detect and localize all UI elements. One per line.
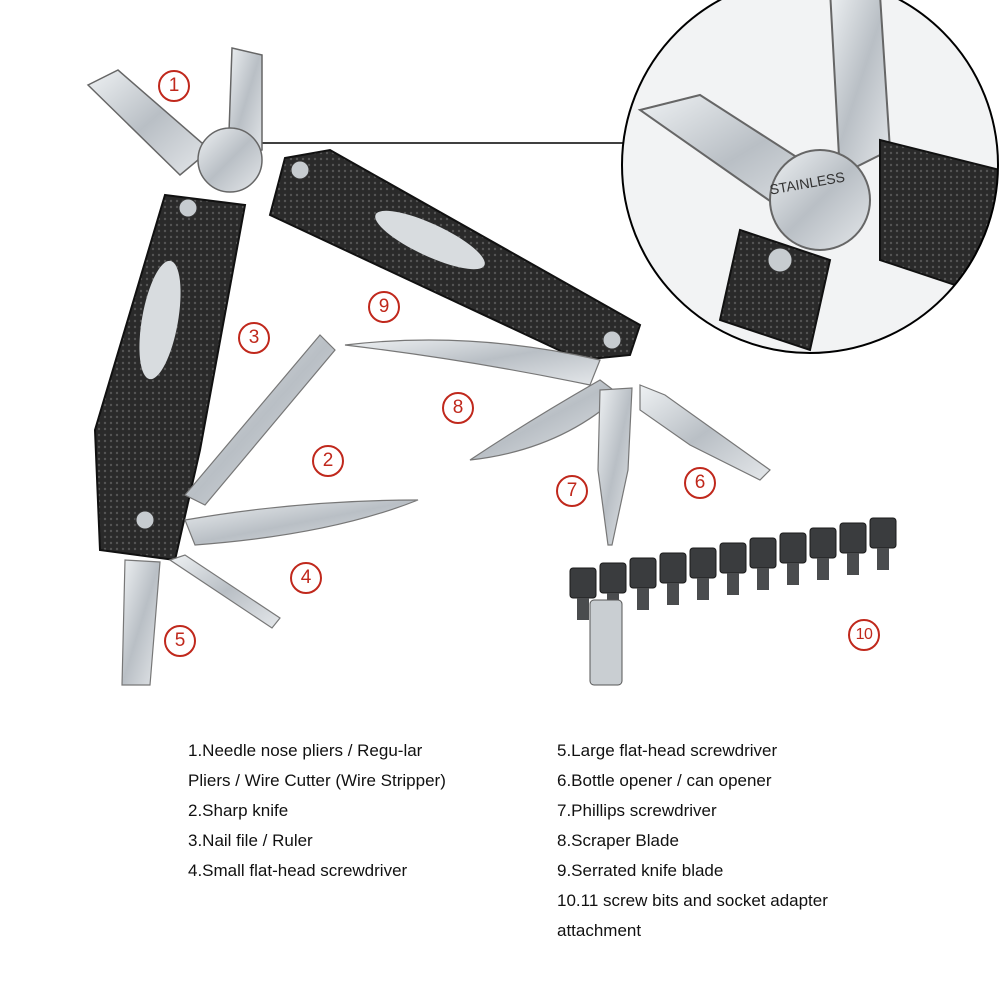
screw-bit-tip (577, 598, 589, 620)
callout-10: 10 (848, 619, 880, 651)
bottle-opener (639, 384, 771, 481)
phillips-screwdriver (597, 387, 633, 546)
screw-bit (809, 527, 837, 559)
screw-bit-tip (787, 563, 799, 585)
legend-item: 4.Small flat-head screwdriver (188, 861, 408, 880)
legend-left: 1.Needle nose pliers / Regu-lar Pliers /… (188, 736, 450, 886)
screw-bit-tip (637, 588, 649, 610)
screw-bit (869, 517, 897, 549)
screw-bit (779, 532, 807, 564)
small-screwdriver (168, 554, 281, 629)
screw-bit-tip (877, 548, 889, 570)
legend-item: 3.Nail file / Ruler (188, 831, 313, 850)
zoom-detail (622, 0, 998, 353)
screw-bit-tip (697, 578, 709, 600)
legend-item: 10.11 screw bits and socket adapter atta… (557, 891, 828, 940)
sharp-knife (184, 499, 419, 546)
screw-bit (659, 552, 687, 584)
callout-8: 8 (442, 392, 474, 424)
screw-bit (839, 522, 867, 554)
legend-item: 9.Serrated knife blade (557, 861, 724, 880)
callout-9: 9 (368, 291, 400, 323)
legend-item: 6.Bottle opener / can opener (557, 771, 772, 790)
screw-bits (569, 517, 897, 686)
left-handle (93, 193, 247, 562)
screw-bit-tip (847, 553, 859, 575)
screw-bit (719, 542, 747, 574)
large-screwdriver (121, 559, 161, 686)
screw-bit-tip (757, 568, 769, 590)
nail-file-ruler (184, 334, 336, 506)
zoom-ring (621, 0, 999, 354)
screw-bit-tip (817, 558, 829, 580)
socket-adapter (589, 599, 623, 686)
screw-bit (749, 537, 777, 569)
screw-bit (599, 562, 627, 594)
callout-6: 6 (684, 467, 716, 499)
callout-3: 3 (238, 322, 270, 354)
serrated-knife (344, 339, 601, 386)
callout-5: 5 (164, 625, 196, 657)
legend-item: 2.Sharp knife (188, 801, 289, 820)
pliers-jaws (86, 47, 263, 193)
legend-item: 8.Scraper Blade (557, 831, 679, 850)
screw-bit-tip (727, 573, 739, 595)
screw-bit-tip (667, 583, 679, 605)
legend-item: 7.Phillips screwdriver (557, 801, 717, 820)
scraper-blade (469, 379, 621, 461)
callout-1: 1 (158, 70, 190, 102)
multitool-illustration: STAINLESS (86, 0, 999, 686)
legend-item: 1.Needle nose pliers / Regu-lar Pliers /… (188, 741, 446, 790)
right-handle (268, 148, 642, 362)
screw-bit (629, 557, 657, 589)
callout-7: 7 (556, 475, 588, 507)
screw-bit (569, 567, 597, 599)
callout-4: 4 (290, 562, 322, 594)
legend-right: 5.Large flat-head screwdriver 6.Bottle o… (557, 736, 847, 946)
legend-item: 5.Large flat-head screwdriver (557, 741, 778, 760)
callout-2: 2 (312, 445, 344, 477)
screw-bit (689, 547, 717, 579)
